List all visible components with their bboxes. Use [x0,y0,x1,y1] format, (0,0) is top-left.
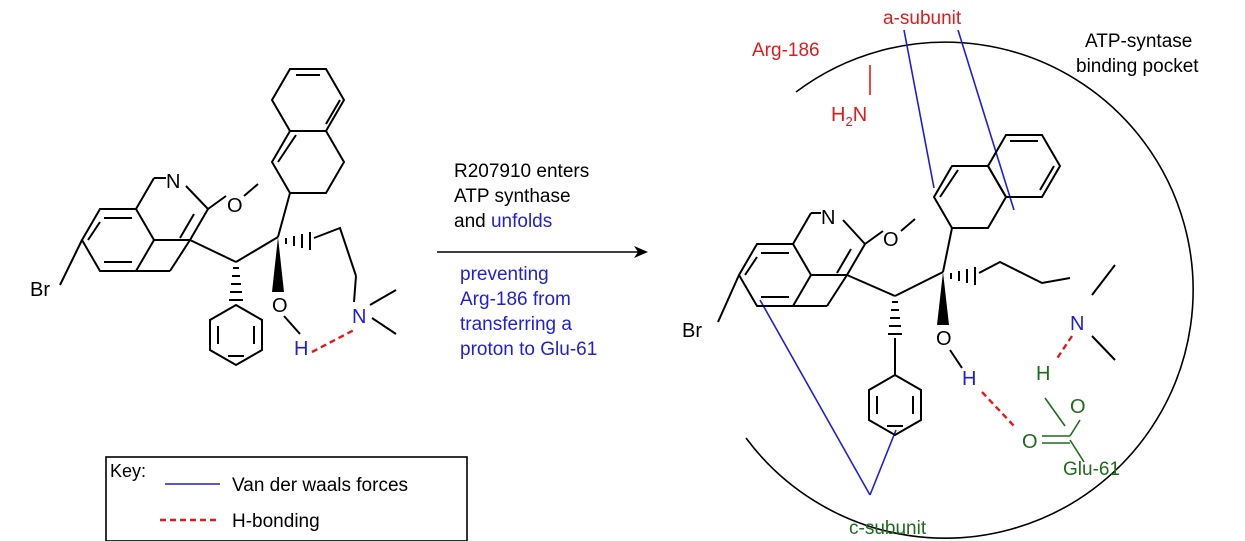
arrow-note-line-1: preventing [460,264,549,285]
vdw-line-1 [903,29,935,189]
pocket-arg-186: Arg-186 [752,40,820,61]
binding-pocket: ATP-syntase binding pocket a-subunit Arg… [682,8,1199,539]
pocket-title-line-1: ATP-syntase [1085,31,1192,52]
pocket-a-subunit: a-subunit [883,8,962,29]
pocket-c-subunit: c-subunit [849,518,927,539]
glu-atom-o-carbonyl: O [1022,431,1038,453]
pocket-atom-o-methoxy: O [883,229,899,251]
left-atom-o-hydroxyl: O [272,295,288,317]
key-border [105,456,468,541]
reaction-arrow-section: R207910 enters ATP synthase and unfolds … [437,161,648,360]
arrow-text-line-2: ATP synthase [454,186,571,207]
arrow-note-line-2: Arg-186 from [460,289,571,310]
glu-atom-h: H [1036,363,1050,385]
glu-atom-o-hydroxyl: O [1070,396,1086,418]
pocket-title-line-2: binding pocket [1076,56,1199,77]
key-hbond-label: H-bonding [232,511,320,532]
left-atom-o-methoxy: O [227,195,243,217]
pocket-atom-n: N [821,207,835,229]
left-atom-br: Br [30,279,50,301]
arrow-note-line-3: transferring a [460,314,572,335]
left-molecule: N O Br O H N [30,68,397,367]
left-atom-h: H [294,338,308,360]
pocket-circle-arc [745,41,1194,539]
arrow-text-and: and [454,211,486,232]
key-vdw-label: Van der waals forces [232,475,408,496]
arg-subscript: 2 [845,114,852,129]
vdw-line-2 [957,29,1015,211]
pocket-atom-br: Br [682,320,702,342]
left-hash-bond [229,267,243,301]
arrow-text-line-3: and unfolds [454,211,552,232]
pocket-atom-n-amine: N [1070,313,1084,335]
key-title: Key: [110,461,146,481]
left-atom-n: N [166,171,180,193]
vdw-line-4 [869,429,897,496]
arg-nh2: H2N [831,104,867,129]
left-atom-n-amine: N [352,306,366,328]
vdw-line-3 [759,299,871,496]
arg-n: N [853,104,867,126]
reaction-arrow-head [634,246,648,258]
key-box: Key: Van der waals forces H-bonding [105,456,468,541]
arg-h: H [831,104,845,126]
arrow-note-line-4: proton to Glu-61 [460,339,597,360]
arrow-text-line-1: R207910 enters [454,161,589,182]
pocket-glu-61: Glu-61 [1063,459,1120,480]
pocket-atom-o-hydroxyl: O [936,328,952,350]
arrow-text-unfolds: unfolds [491,211,552,232]
pocket-atom-h-hydroxyl: H [962,368,976,390]
